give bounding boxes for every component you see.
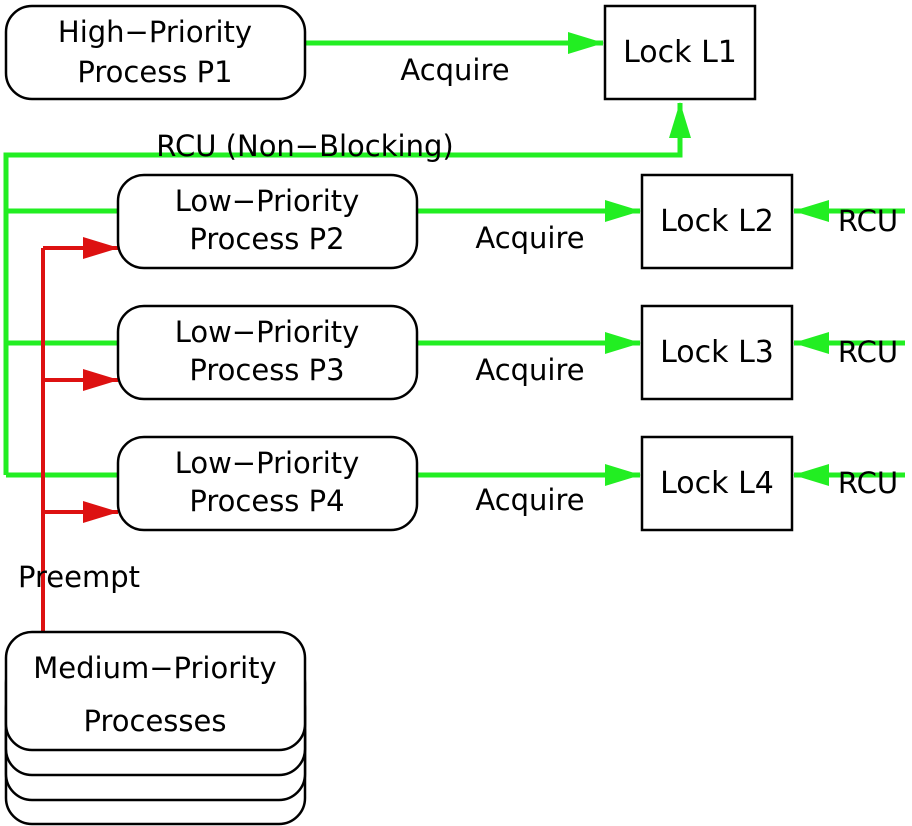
rcu-trunk-to-lock-l1	[3, 102, 691, 475]
lock-l4-label: Lock L4	[660, 466, 774, 501]
process-p1-line2: Process P1	[77, 55, 232, 89]
acquire-label-p3: Acquire	[475, 353, 584, 387]
acquire-label-p2: Acquire	[475, 221, 584, 255]
process-p1: High−Priority Process P1	[4, 4, 307, 101]
lock-l3-label: Lock L3	[660, 335, 774, 370]
rcu-connections	[3, 32, 905, 486]
process-p2-line2: Process P2	[189, 222, 344, 256]
process-p4: Low−Priority Process P4	[116, 435, 419, 532]
lock-l2-label: Lock L2	[660, 204, 774, 239]
process-p4-line1: Low−Priority	[175, 446, 360, 480]
acquire-label-p4: Acquire	[475, 483, 584, 517]
lock-l1: Lock L1	[603, 4, 757, 101]
process-p4-line2: Process P4	[189, 484, 344, 518]
medium-line2: Processes	[84, 704, 227, 738]
process-p3-line2: Process P3	[189, 353, 344, 387]
medium-line1: Medium−Priority	[33, 651, 276, 685]
medium-priority-processes: Medium−Priority Processes	[4, 630, 307, 826]
process-p2-line1: Low−Priority	[175, 184, 360, 218]
rcu-label-l2: RCU	[838, 204, 898, 238]
medium-stack-layer-1	[4, 630, 307, 752]
rcu-label-l3: RCU	[838, 335, 898, 369]
lock-l2: Lock L2	[640, 173, 794, 270]
process-p3: Low−Priority Process P3	[116, 304, 419, 401]
acquire-label-p1: Acquire	[400, 53, 509, 87]
rcu-nonblocking-label: RCU (Non−Blocking)	[156, 129, 453, 163]
process-p1-line1: High−Priority	[58, 15, 252, 49]
rcu-label-l4: RCU	[838, 466, 898, 500]
lock-l1-label: Lock L1	[623, 35, 737, 70]
process-p2: Low−Priority Process P2	[116, 173, 419, 270]
process-p3-line1: Low−Priority	[175, 315, 360, 349]
preempt-connections	[41, 237, 119, 632]
lock-l3: Lock L3	[640, 304, 794, 401]
lock-l4: Lock L4	[640, 435, 794, 532]
preempt-label: Preempt	[18, 560, 140, 594]
